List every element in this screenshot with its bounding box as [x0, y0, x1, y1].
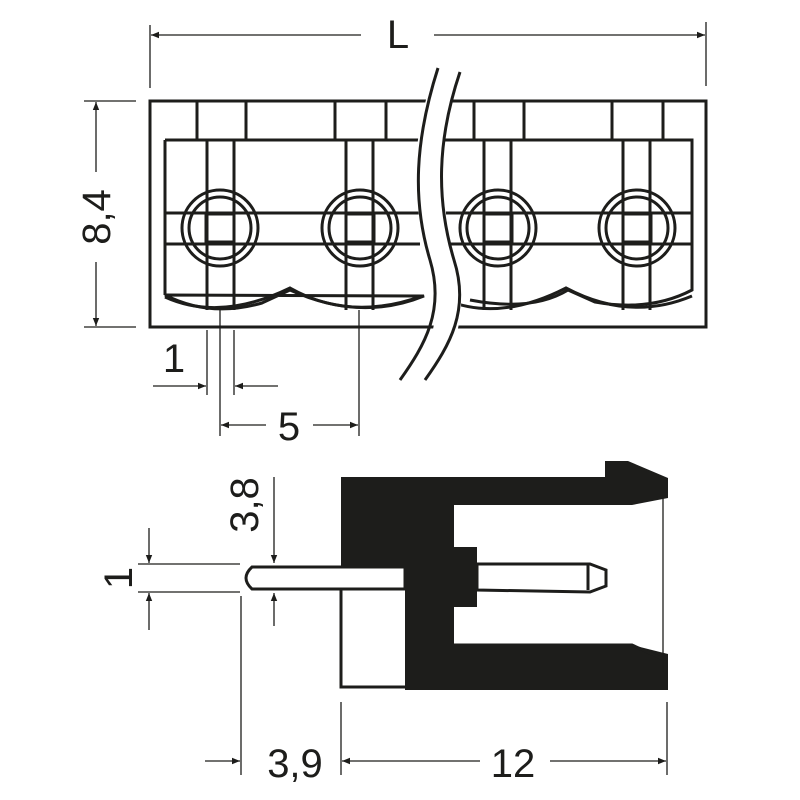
- dimension-label-height: 8,4: [75, 189, 119, 245]
- dimension-label-pin-thickness: 1: [97, 567, 141, 589]
- dimension-pin-offset: 3,8: [223, 477, 278, 626]
- pin-column-4: [621, 140, 652, 310]
- pin-1: [180, 188, 260, 268]
- dimension-label-L: L: [387, 13, 409, 57]
- dimension-pin-thickness: 1: [97, 528, 240, 630]
- housing-body: [341, 461, 668, 690]
- top-slots: [195, 101, 665, 140]
- dimension-overall-length: L: [149, 13, 707, 88]
- break-line: [398, 67, 462, 383]
- pin-left: [244, 565, 407, 591]
- pin-right: [475, 562, 608, 594]
- pin-2: [320, 188, 400, 268]
- dimension-label-pin-length-out: 3,9: [267, 742, 323, 786]
- pin-4: [597, 188, 677, 268]
- dimension-pin-length-out: 3,9: [205, 596, 342, 786]
- pin-column-3: [482, 140, 513, 310]
- dimension-label-housing-depth: 12: [491, 742, 536, 786]
- pin-3: [458, 188, 538, 268]
- dimension-pitch: 5: [219, 310, 360, 449]
- pin-column-2: [344, 140, 375, 310]
- dimension-label-pin-offset: 3,8: [223, 477, 267, 533]
- dimension-pin-width: 1: [153, 330, 278, 395]
- dimension-label-pitch: 5: [278, 405, 300, 449]
- dimension-label-pin-width: 1: [163, 337, 185, 381]
- front-view: [148, 67, 708, 383]
- dimension-housing-depth: 12: [342, 702, 668, 786]
- dimension-height: 8,4: [75, 100, 136, 328]
- side-view: [244, 461, 668, 690]
- pin-column-1: [205, 140, 236, 310]
